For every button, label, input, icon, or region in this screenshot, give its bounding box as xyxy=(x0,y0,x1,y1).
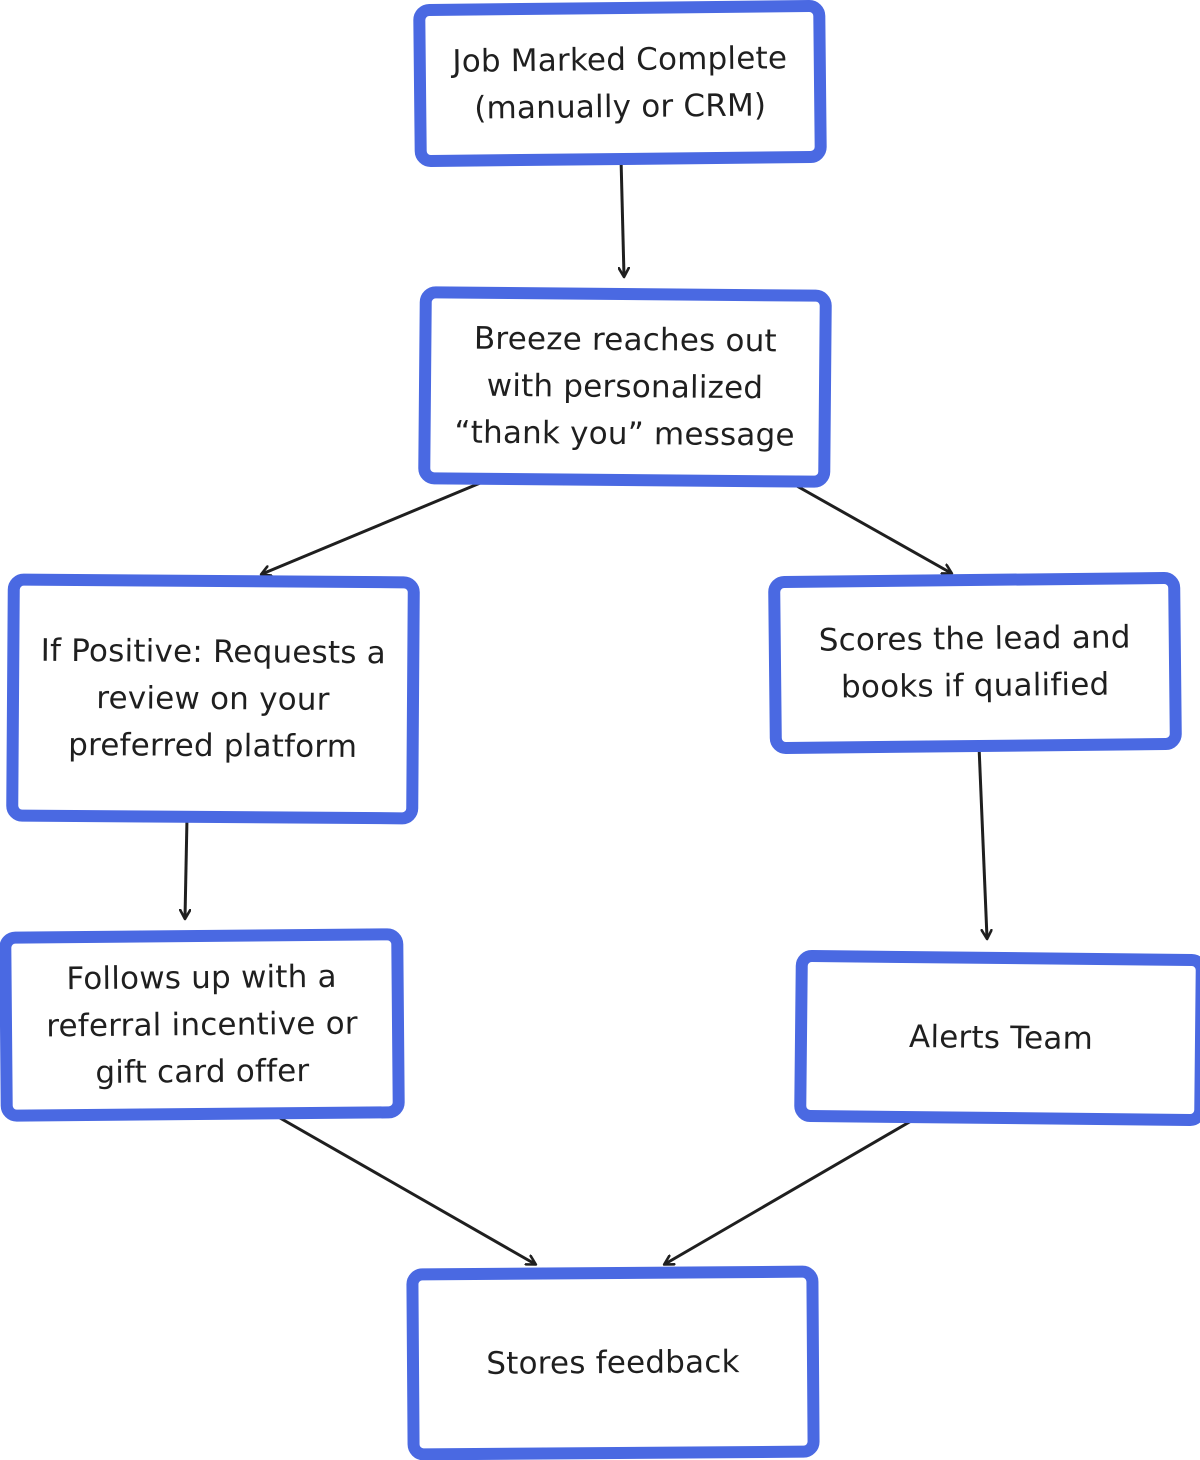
node-label: Stores feedback xyxy=(486,1343,740,1382)
arrow-alerts-to-store xyxy=(665,1115,919,1264)
arrow-score-to-alerts xyxy=(977,745,987,938)
node-job-marked-complete: Job Marked Complete(manually or CRM) xyxy=(413,0,827,168)
arrow-follow-up-to-store xyxy=(272,1112,535,1264)
node-alerts-team: Alerts Team xyxy=(794,949,1200,1127)
node-label: Job Marked Complete(manually or CRM) xyxy=(452,39,788,127)
arrow-start-to-reach-out xyxy=(621,157,624,276)
arrow-reach-out-to-positive xyxy=(262,479,486,574)
arrow-reach-out-to-score xyxy=(787,479,951,573)
node-stores-feedback: Stores feedback xyxy=(406,1265,820,1460)
arrow-positive-to-follow-up xyxy=(185,817,187,918)
node-label: Alerts Team xyxy=(908,1018,1094,1057)
